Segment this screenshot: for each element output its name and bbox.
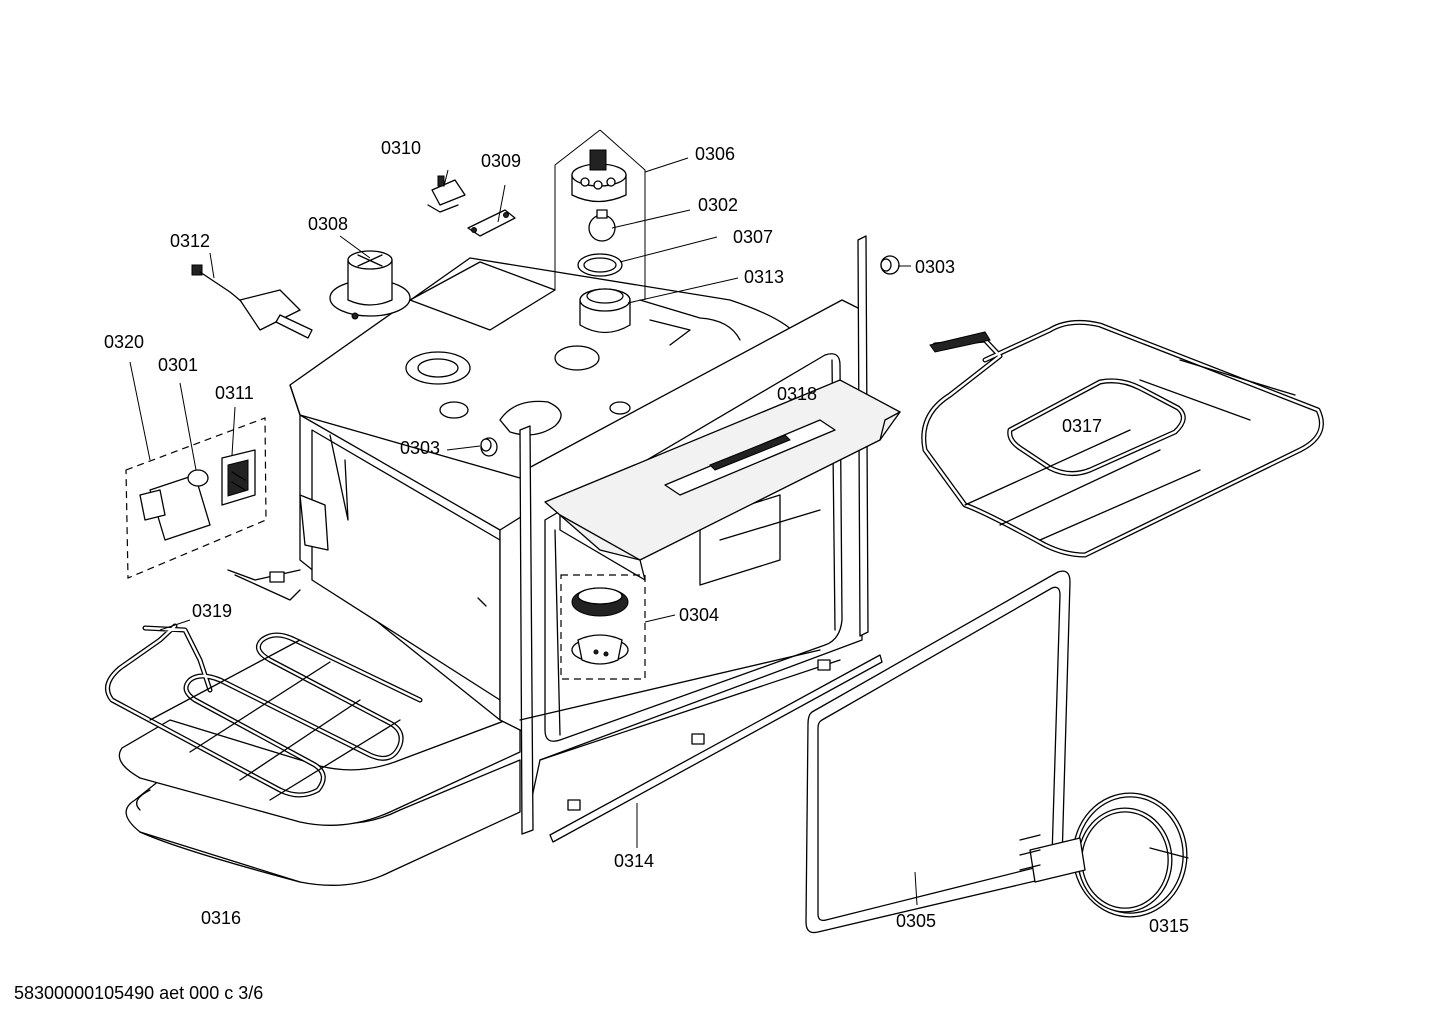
label-0317: 0317 <box>1062 416 1102 436</box>
indicator-0311 <box>221 449 256 506</box>
leader-lines <box>129 157 918 906</box>
label-0306: 0306 <box>695 144 735 164</box>
label-0309: 0309 <box>481 151 521 171</box>
label-0308: 0308 <box>308 214 348 234</box>
plug-0303-mid <box>480 437 498 457</box>
label-0320: 0320 <box>104 332 144 352</box>
label-0310: 0310 <box>381 138 421 158</box>
fan-cover-0308 <box>329 250 411 320</box>
label-0311: 0311 <box>215 383 254 403</box>
bracket-0309 <box>467 209 516 237</box>
label-0301: 0301 <box>158 355 198 375</box>
label-0305: 0305 <box>896 911 936 931</box>
oven-muffle <box>289 235 869 835</box>
door-rail-0314 <box>549 654 883 843</box>
label-0316: 0316 <box>201 908 241 928</box>
label-0315: 0315 <box>1149 916 1189 936</box>
thermal-cutout-0310 <box>427 175 466 213</box>
insulation-mat <box>118 714 521 886</box>
lamp-socket-0313 <box>579 288 631 334</box>
ring-heater-0315 <box>1019 792 1189 918</box>
label-0307: 0307 <box>733 227 773 247</box>
document-footer: 58300000105490 aet 000 c 3/6 <box>14 983 263 1003</box>
lamp-seal-0307 <box>577 253 623 277</box>
label-0304: 0304 <box>679 605 719 625</box>
cable-clip <box>227 569 301 601</box>
lower-heating-element <box>105 623 423 801</box>
label-0312: 0312 <box>170 231 210 251</box>
grill-element-0317 <box>921 319 1324 558</box>
filter-group-dashed-box <box>560 574 646 680</box>
switch-0301 <box>139 469 211 541</box>
lamp-holder-0306 <box>571 149 627 203</box>
probe-sensor-0312 <box>191 264 313 339</box>
lamp-bulb-0302 <box>588 209 616 242</box>
filter-0304 <box>571 587 629 665</box>
label-0303-mid: 0303 <box>400 438 440 458</box>
switch-group-dashed-box <box>125 417 267 579</box>
label-0313: 0313 <box>744 267 784 287</box>
label-0303-top: 0303 <box>915 257 955 277</box>
lamp-assembly-dashed-box <box>554 129 646 300</box>
label-0318: 0318 <box>777 384 817 404</box>
label-0314: 0314 <box>614 851 654 871</box>
plug-0303-right <box>880 255 900 275</box>
top-reflector-panel <box>544 379 901 581</box>
label-0319: 0319 <box>192 601 232 621</box>
label-0302: 0302 <box>698 195 738 215</box>
part-labels: 0310 0309 0306 0302 0307 0313 0303 0312 … <box>104 138 1189 936</box>
